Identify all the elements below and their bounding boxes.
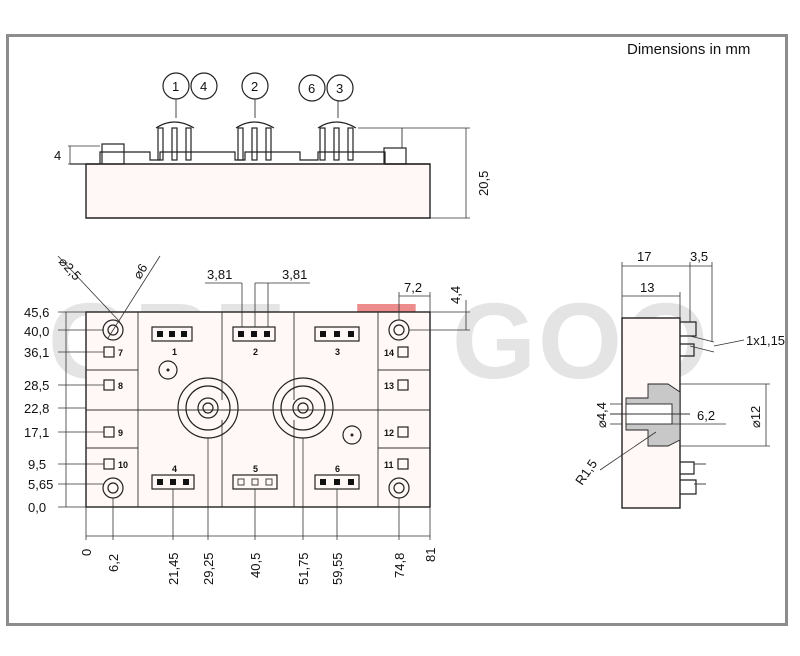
top-dim-4-4: 4,4	[448, 286, 463, 304]
terminal-label-5: 5	[253, 464, 258, 474]
side-dim-3-5: 3,5	[690, 249, 708, 264]
x-label-81: 81	[423, 548, 438, 562]
x-label-51-75: 51,75	[296, 552, 311, 585]
x-label-21-45: 21,45	[166, 552, 181, 585]
top-dim-3-81-b: 3,81	[282, 267, 307, 282]
side-dim-diameter-12: ⌀12	[748, 406, 763, 428]
x-label-40-5: 40,5	[248, 553, 263, 578]
y-label-5-65: 5,65	[28, 477, 53, 492]
terminal-3	[314, 326, 360, 342]
x-label-6-2: 6,2	[106, 554, 121, 572]
y-label-22-8: 22,8	[24, 401, 49, 416]
top-dim-20-5: 20,5	[476, 171, 491, 196]
terminal-group-6-3	[317, 121, 357, 161]
terminal-group-1-4	[155, 121, 195, 161]
side-dim-6-2: 6,2	[697, 408, 715, 423]
top-dim-4: 4	[54, 148, 61, 163]
diameter-label-6: ⌀6	[130, 261, 151, 282]
marker-circle-left	[158, 360, 178, 380]
x-label-0: 0	[79, 549, 94, 556]
pin-label-12: 12	[384, 428, 394, 438]
terminal-label-2: 2	[253, 347, 258, 357]
x-dimension-lines	[85, 438, 431, 540]
pin-label-13: 13	[384, 381, 394, 391]
pin-label-8: 8	[118, 381, 123, 391]
top-view: 1 4 2 6 3 4 20,5	[54, 72, 491, 219]
side-dim-diameter-4-4: ⌀4,4	[594, 402, 609, 428]
callout-circle-3	[326, 74, 354, 102]
callout-2: 2	[251, 79, 258, 94]
pin-label-14: 14	[384, 348, 394, 358]
top-view-post-left	[101, 143, 125, 165]
callout-circle-4	[190, 72, 218, 100]
side-dim-13: 13	[640, 280, 654, 295]
y-label-17-1: 17,1	[24, 425, 49, 440]
callout-6: 6	[308, 81, 315, 96]
callout-3: 3	[336, 81, 343, 96]
y-label-40-0: 40,0	[24, 324, 49, 339]
x-label-74-8: 74,8	[392, 553, 407, 578]
terminal-2	[232, 326, 276, 342]
x-label-29-25: 29,25	[201, 552, 216, 585]
callout-4: 4	[200, 79, 207, 94]
pin-label-11: 11	[384, 460, 394, 470]
callout-1: 1	[172, 79, 179, 94]
side-view: 17 3,5 13 1x1,15 ⌀12 ⌀4,4 6,2 R1,5	[572, 249, 785, 509]
y-dimension-lines	[58, 311, 104, 508]
terminal-label-3: 3	[335, 347, 340, 357]
y-label-0-0: 0,0	[28, 500, 46, 515]
terminal-label-1: 1	[172, 347, 177, 357]
top-view-body	[85, 163, 431, 219]
top-view-post-right	[383, 147, 407, 165]
side-dim-17: 17	[637, 249, 651, 264]
callout-circle-6	[298, 74, 326, 102]
side-dim-1x1-15: 1x1,15	[746, 333, 785, 348]
terminal-group-2	[235, 121, 275, 161]
terminal-label-6: 6	[335, 464, 340, 474]
marker-circle-right	[342, 425, 362, 445]
y-label-9-5: 9,5	[28, 457, 46, 472]
front-view: 1 2 3 4 5 6 7 8 9 10 11 12 13 14	[24, 254, 470, 585]
top-dim-7-2: 7,2	[404, 280, 422, 295]
y-label-36-1: 36,1	[24, 345, 49, 360]
pin-label-9: 9	[118, 428, 123, 438]
pin-label-7: 7	[118, 348, 123, 358]
pin-label-10: 10	[118, 460, 128, 470]
terminal-label-4: 4	[172, 464, 177, 474]
y-label-28-5: 28,5	[24, 378, 49, 393]
x-label-59-55: 59,55	[330, 552, 345, 585]
y-label-45-6: 45,6	[24, 305, 49, 320]
units-note: Dimensions in mm	[627, 41, 751, 58]
side-dim-r1-5: R1,5	[572, 457, 600, 488]
terminal-1	[151, 326, 193, 342]
top-dim-3-81-a: 3,81	[207, 267, 232, 282]
